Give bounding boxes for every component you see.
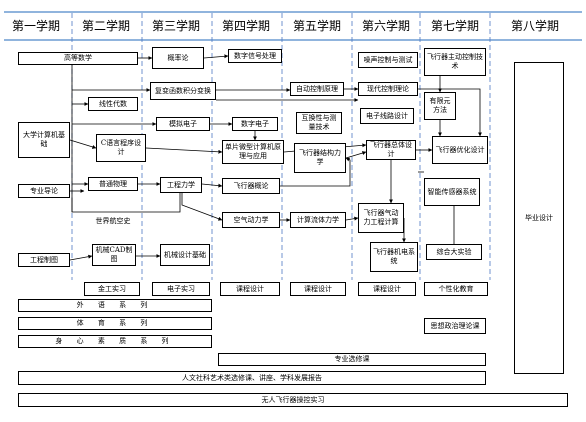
semester-header-8: 第八学期 (510, 19, 559, 33)
course-optimization-design: 飞行器优化设计 (432, 136, 488, 164)
course-engineering-drawing: 工程制图 (18, 253, 70, 267)
course-modern-control: 现代控制理论 (358, 82, 418, 96)
arrow-struct-overall (345, 151, 367, 159)
course-analog-electronics: 模拟电子 (156, 117, 210, 131)
band-physical-education: 体 育 系 列 (18, 317, 212, 330)
arrow-probability-dsp (203, 54, 229, 59)
course-university-computer: 大学计算机基础 (18, 122, 70, 158)
course-aerodynamics: 空气动力学 (222, 212, 280, 228)
band-major-electives: 专业选修课 (218, 353, 486, 366)
course-aircraft-active-control: 飞行器主动控制技术 (424, 48, 486, 76)
semester-header-5: 第五学期 (292, 19, 341, 33)
course-electronic-circuit: 电子线路设计 (360, 108, 414, 124)
semester-header-7: 第七学期 (430, 19, 479, 33)
course-graduation-design: 毕业设计 (514, 62, 564, 374)
practice-metalwork: 金工实习 (84, 282, 140, 296)
arrow-mechanics-aero (181, 193, 223, 221)
band-humanities: 人文社科艺术类选修课、讲座、学科发展报告 (18, 371, 486, 385)
course-comprehensive-experiment: 综合大实验 (426, 244, 482, 260)
semester-header-4: 第四学期 (221, 19, 270, 33)
arrow-drawing-cad (69, 254, 93, 261)
course-general-physics: 普通物理 (88, 177, 138, 191)
course-smart-sensor: 智能传感器系统 (424, 178, 480, 206)
course-mcu: 单片微型计算机原理与应用 (222, 140, 284, 164)
practice-electronic: 电子实习 (152, 282, 210, 296)
course-structural-mechanics: 飞行器结构力学 (294, 143, 346, 173)
course-finite-element: 有限元方法 (424, 92, 456, 120)
course-overall-design: 飞行器总体设计 (366, 140, 416, 160)
semester-header-3: 第三学期 (151, 19, 200, 33)
course-advanced-math: 高等数学 (18, 52, 138, 65)
semester-header-6: 第六学期 (361, 19, 410, 33)
course-aircraft-intro: 飞行器概论 (222, 178, 280, 194)
band-mind-body: 身 心 素 质 系 列 (18, 335, 212, 348)
course-aircraft-electromech: 飞行器机电系统 (370, 242, 418, 272)
course-noise-control: 噪声控制与测试 (358, 52, 418, 68)
practice-course-design-5: 课程设计 (290, 282, 346, 296)
course-aviation-history: 世界航空史 (95, 217, 131, 225)
arrow-computer-c (69, 139, 97, 149)
course-c-language: C语言程序设计 (96, 134, 146, 162)
course-aero-experiment: 飞行器气动力工程计算 (358, 203, 404, 233)
course-mechanical-cad: 机械CAD制图 (92, 244, 136, 266)
course-cfd: 计算流体力学 (290, 212, 346, 228)
course-interchangeability: 互换性与测量技术 (296, 112, 342, 134)
course-linear-algebra: 线性代数 (88, 97, 138, 111)
course-probability: 概率论 (152, 47, 204, 69)
course-digital-electronics: 数字电子 (232, 117, 278, 131)
practice-personalized-education: 个性化教育 (424, 282, 488, 296)
course-auto-control: 自动控制原理 (290, 82, 344, 96)
practice-course-design-4: 课程设计 (220, 282, 280, 296)
arrow-intro-struct (280, 157, 351, 187)
arrow-mechanics-intro (201, 183, 223, 188)
semester-header-1: 第一学期 (11, 19, 60, 33)
semester-header-2: 第二学期 (81, 19, 130, 33)
course-major-intro: 专业导论 (18, 184, 70, 198)
course-complex-function: 复变函数积分变换 (150, 82, 216, 100)
course-engineering-mechanics: 工程力学 (160, 177, 202, 193)
band-foreign-language: 外 语 系 列 (18, 299, 212, 312)
link-major-mechanics (71, 193, 181, 213)
practice-course-design-6: 课程设计 (358, 282, 416, 296)
band-ideology: 思想政治理论课 (424, 318, 486, 334)
band-uav-practice: 无人飞行器操控实习 (18, 393, 568, 407)
course-digital-signal: 数字信号处理 (228, 49, 282, 63)
course-mechanical-design: 机械设计基础 (160, 244, 210, 266)
arrow-cfd-aeroexp (345, 216, 359, 221)
arrow-c-mcu (145, 147, 223, 154)
